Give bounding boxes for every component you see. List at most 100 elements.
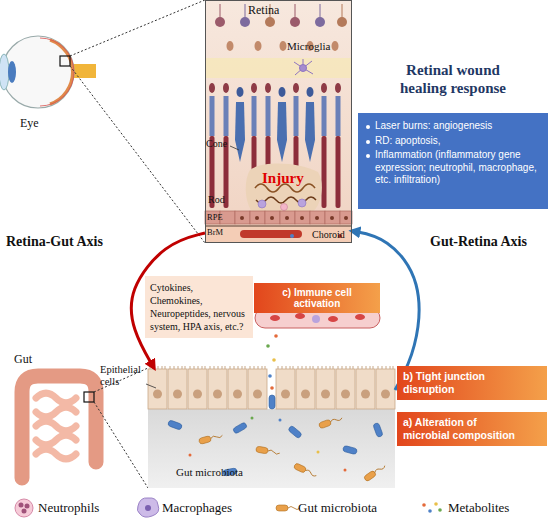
intestinal-wall-drawing [148,366,167,409]
retina-drawing [295,211,310,224]
organ-label: Eye [20,116,39,131]
intestinal-wall-drawing [228,366,247,409]
retina-drawing [223,83,229,208]
intestinal-wall-drawing [274,334,278,338]
axis-label: Gut-Retina Axis [430,234,527,250]
bullet-dot [366,125,370,129]
intestinal-wall-drawing [272,358,276,362]
signal-box: Cytokines, Chemokines, Neuropeptides, ne… [145,276,253,338]
legend-icons [25,504,30,509]
legend-icons [422,503,426,507]
organ-label: Gut [14,352,32,367]
legend-icons [428,509,432,513]
gut-drawing [94,402,148,488]
bullet-item: RD: apoptosis, [375,135,441,148]
panel-label: Gut microbiota [176,466,243,478]
legend-icons [276,505,300,511]
retina-drawing [310,211,325,224]
intestinal-wall-drawing [269,395,275,409]
eye-drawing [70,66,205,243]
box-text: a) Alteration of microbial composition [403,416,523,442]
retina-drawing [205,58,352,78]
mechanism-box: a) Alteration of microbial composition [397,412,547,446]
retina-drawing [227,41,339,51]
text-row: Retinal wound healing response [388,61,518,97]
retina-drawing [209,83,215,208]
bullet-item: Inflammation (inflammatory gene expressi… [375,149,542,187]
retina-drawing [305,87,315,162]
legend-text: Neutrophils [38,500,99,516]
eye-drawing [8,61,16,83]
retina-drawing [325,211,340,224]
box-text: b) Tight junction disruption [403,370,523,396]
intestinal-wall-drawing [296,366,315,409]
retina-panel: Retina [205,0,352,243]
intestinal-wall-drawing [266,344,270,348]
bullet-dot [366,154,370,158]
legend-entry: Metabolites [448,500,509,516]
intestinal-wall-drawing [293,463,317,479]
blood-vessel [328,316,338,322]
intestinal-wall-drawing [148,409,395,488]
part-label: RPE [207,212,223,222]
retina-drawing [258,200,266,208]
retina-drawing [235,211,250,224]
retina-drawing [338,234,342,238]
retina-drawing [205,225,352,227]
gut-drawing [36,393,76,459]
retina-drawing [215,17,225,27]
eye-drawing [2,36,74,108]
part-label: Choroid [312,229,345,240]
retina-drawing [240,230,302,238]
intestinal-wall-drawing [363,463,386,482]
part-label: Cone [206,138,227,149]
retina-drawing [240,216,244,220]
retina-drawing [265,211,280,224]
retina-drawing [205,227,352,243]
retina-drawing [240,17,250,27]
retina-drawing [280,211,295,224]
intestinal-wall-drawing [279,419,282,422]
text-row: c) Immune cell activation [258,287,376,309]
box-text: Cytokines, Chemokines, Neuropeptides, ne… [150,281,248,333]
retina-drawing [220,211,235,224]
gut-drawing [22,376,96,478]
intestinal-wall-drawing [316,366,335,409]
retina-drawing [315,216,319,220]
intestinal-wall-drawing [146,384,156,388]
response-box: Retinal wound healing responseLaser burn… [358,113,548,209]
panel-title: Retina [248,3,279,18]
retina-drawing [300,216,304,220]
gut-drawing [22,368,148,488]
retina-drawing [281,204,288,211]
text-row: Cytokines, Chemokines, Neuropeptides, ne… [150,281,248,333]
box-text: c) Immune cell activation [258,287,376,309]
legend-icons [137,498,158,517]
blood-vessel [312,315,320,323]
retina-drawing [290,234,294,238]
blood-vessel [355,314,365,320]
legend-icons [15,499,33,517]
text-row: RD: apoptosis, [366,135,542,148]
text-row: a) Alteration of microbial composition [403,416,523,442]
box-heading: Retinal wound healing response [388,61,518,97]
retina-drawing [255,41,262,51]
retina-drawing [277,87,287,162]
injury-label: Injury [262,170,304,187]
mechanism-box: c) Immune cell activation [254,283,380,313]
retina-drawing [240,216,348,220]
retina-drawing [315,17,325,27]
retina-drawing [265,17,275,27]
retina-drawing [280,41,287,51]
retina-drawing [250,211,265,224]
part-label: Rod [208,194,225,205]
intestinal-wall-drawing [198,432,223,444]
connector-group [131,231,419,390]
retina-drawing [344,216,348,220]
retina-drawing [230,146,239,150]
retina-drawing [235,87,245,162]
